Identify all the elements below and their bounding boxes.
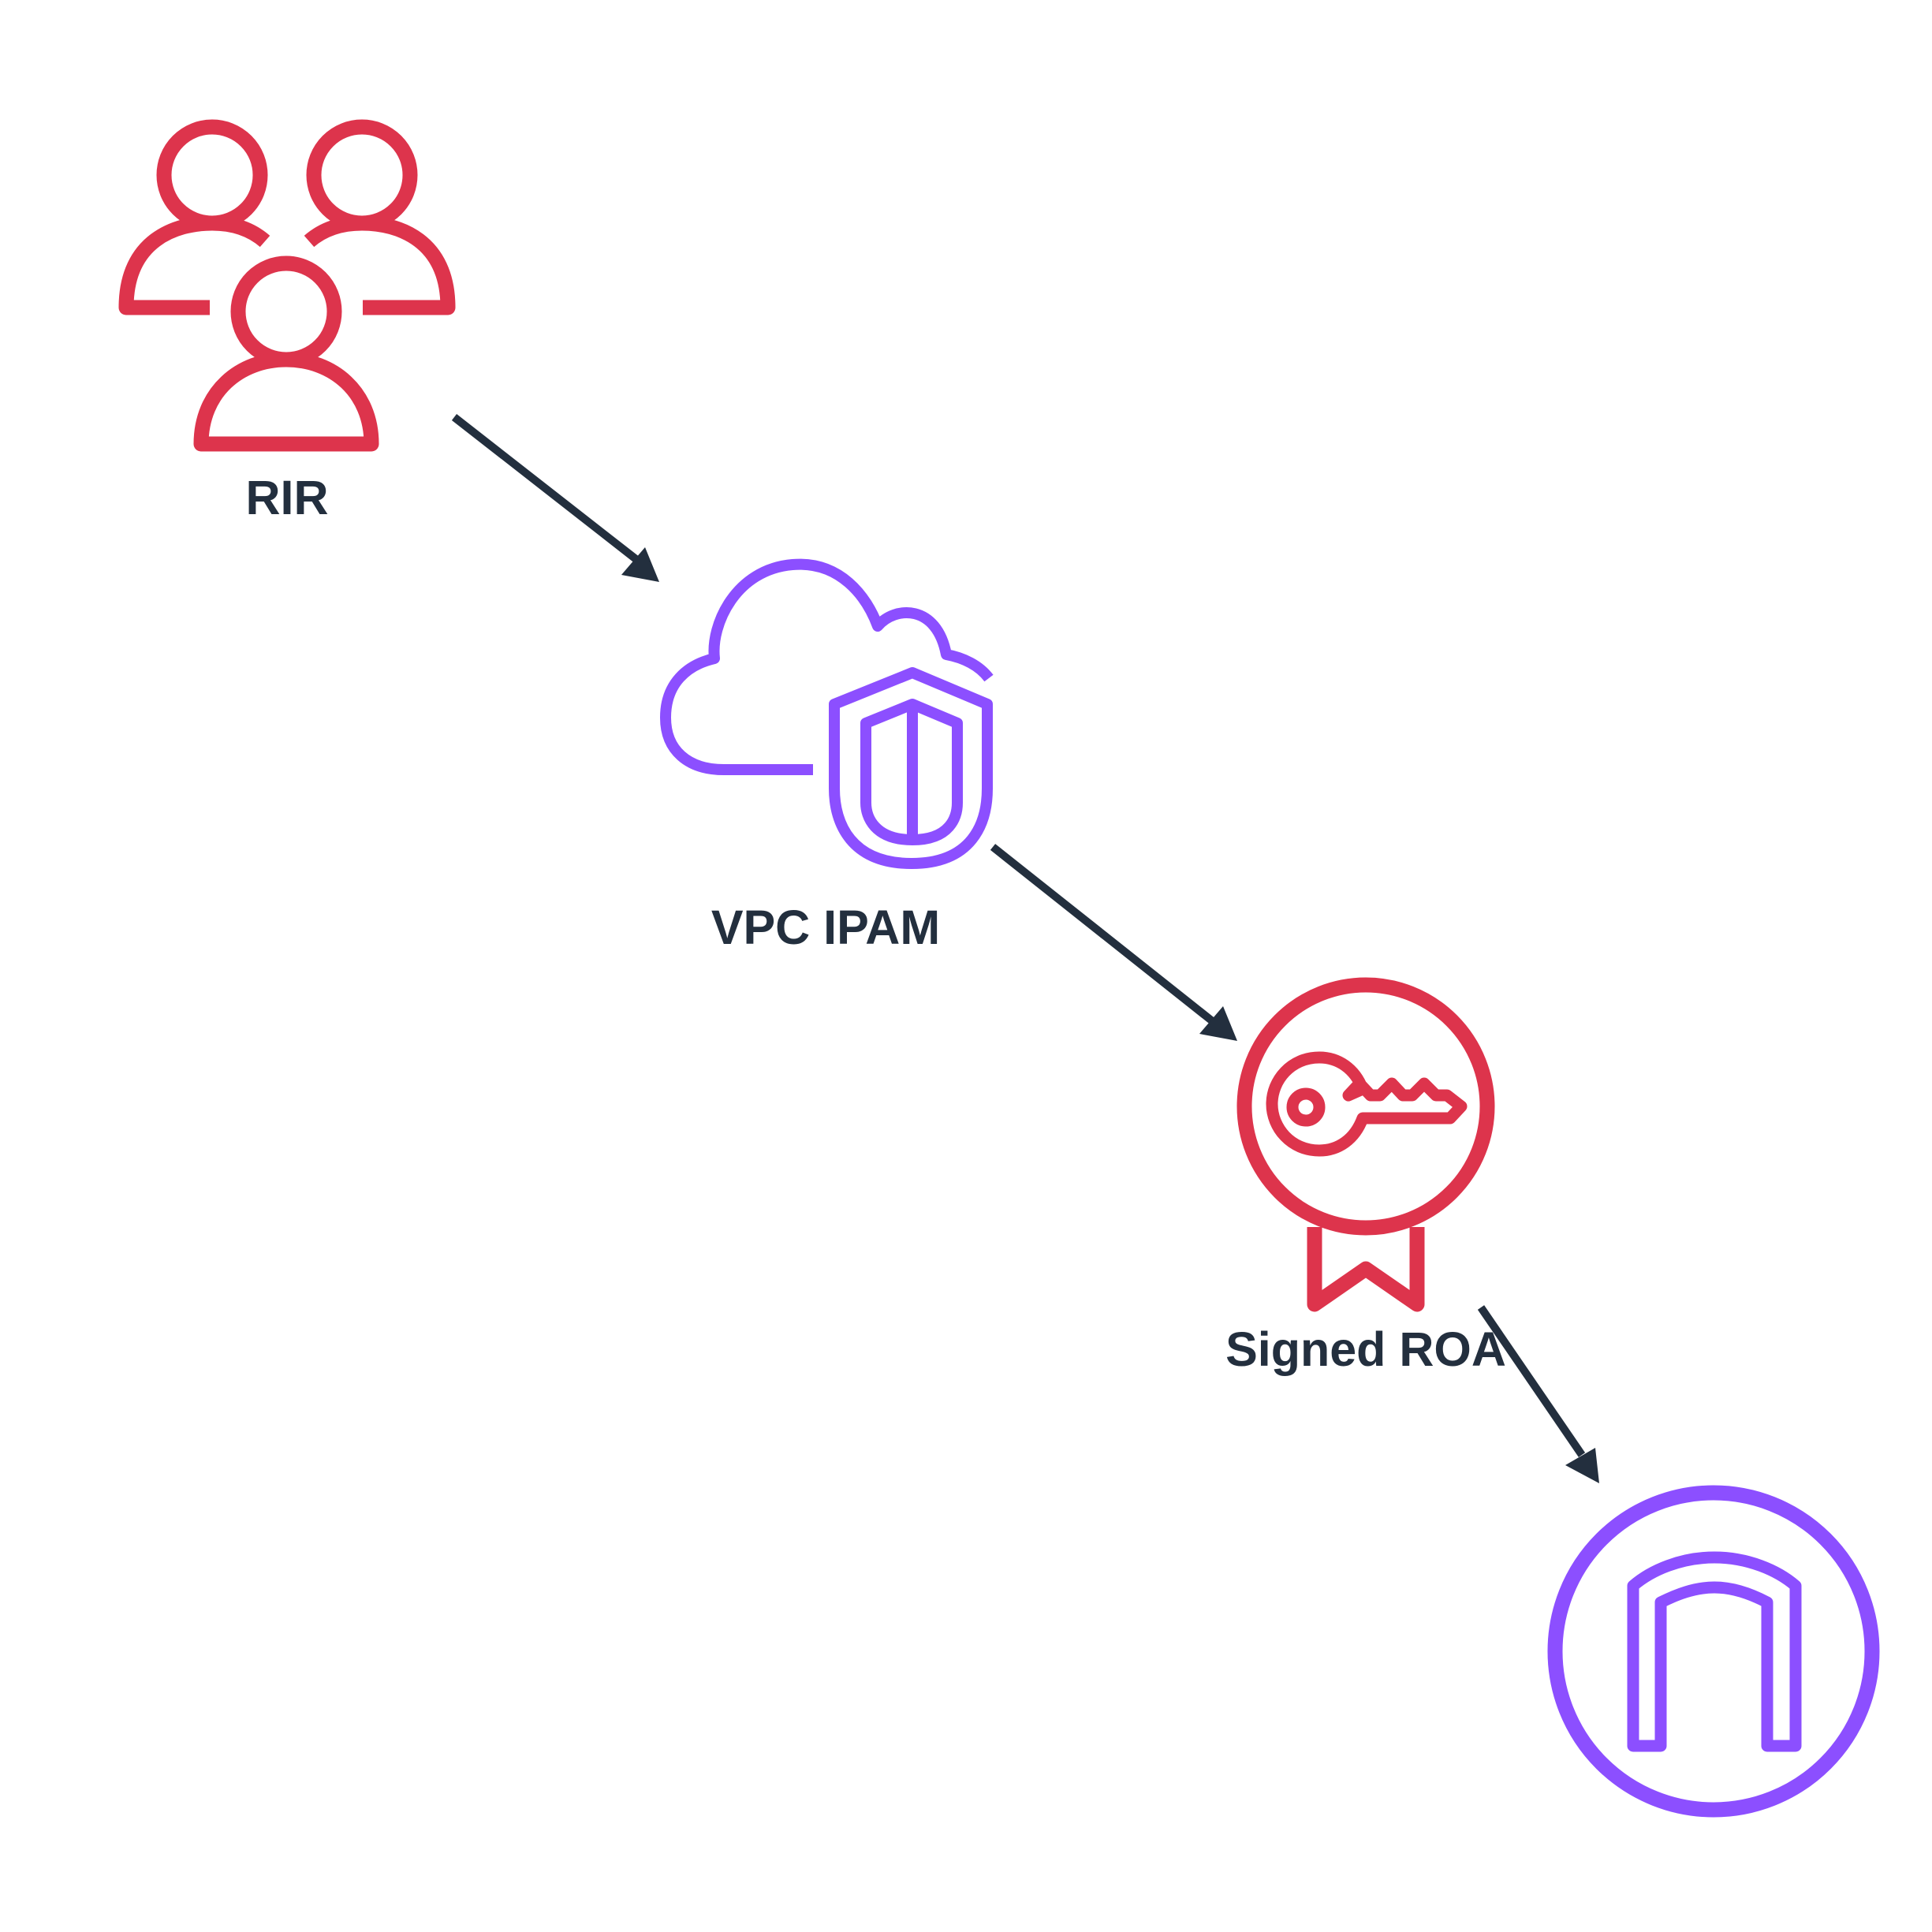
arrow-roa-to-endpoint — [1477, 1305, 1599, 1483]
arrow-rir-to-ipam — [451, 414, 659, 582]
users-group-icon — [118, 119, 456, 452]
endpoint-node[interactable] — [1547, 1485, 1880, 1818]
certificate-key-icon — [1236, 977, 1495, 1312]
arrow-ipam-to-roa — [990, 844, 1237, 1041]
roa-label: Signed ROA — [1225, 1322, 1506, 1376]
rir-label: RIR — [245, 471, 328, 524]
ipam-node[interactable]: VPC IPAM — [660, 558, 994, 954]
rir-node[interactable]: RIR — [118, 119, 456, 524]
cloud-shield-icon — [660, 558, 994, 869]
ipam-label: VPC IPAM — [711, 901, 940, 954]
internet-gateway-icon — [1547, 1485, 1880, 1818]
roa-node[interactable]: Signed ROA — [1225, 977, 1506, 1376]
